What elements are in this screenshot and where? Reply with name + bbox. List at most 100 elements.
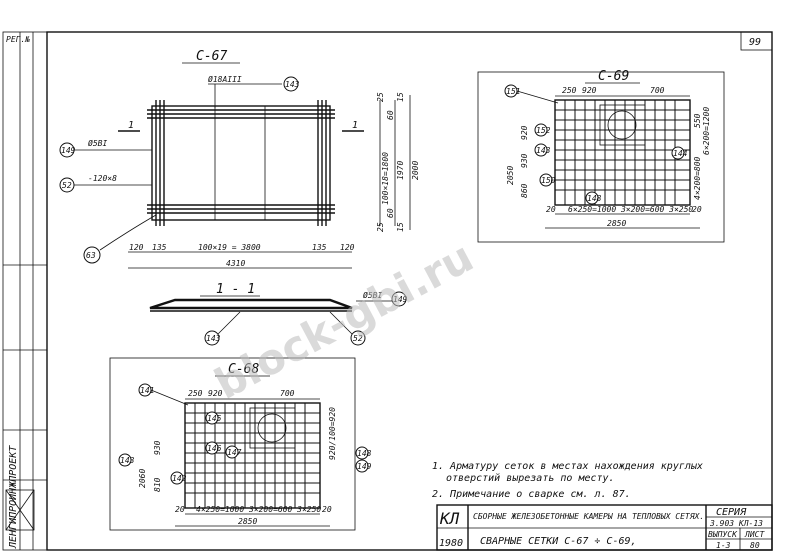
c69-dim-700: 700	[650, 86, 665, 95]
c67-dim-right-2: 1970	[396, 161, 405, 180]
c68-callout-143: 143	[120, 456, 135, 465]
c67-title: С-67	[196, 49, 227, 64]
c69-dim-550: 550	[693, 113, 702, 128]
c68-dim-920: 920	[208, 389, 223, 398]
c68-mesh	[184, 402, 321, 509]
c68-title: С-68	[228, 362, 259, 377]
c69-callout-144: 144	[673, 149, 688, 158]
c67-dim-r-25b: 25	[376, 222, 385, 232]
c68-dim-930: 930	[153, 440, 162, 455]
c68-callout-146: 146	[207, 444, 222, 453]
c68-dim-right: 920/100=920	[328, 407, 337, 460]
sheet-code: РЕГ.№	[6, 35, 30, 44]
c67-callout-63: 63	[86, 251, 96, 260]
stamp-title-line-1: СБОРНЫЕ ЖЕЛЕЗОБЕТОННЫЕ КАМЕРЫ НА ТЕПЛОВЫ…	[473, 512, 704, 521]
callout-143	[283, 76, 299, 92]
c68-dim-250: 250	[188, 389, 203, 398]
c67-dim-bottom: 100×19 = 3800	[198, 243, 261, 252]
c67-dim-right-3: 2000	[411, 161, 420, 180]
c69-dim-920v: 920	[520, 125, 529, 140]
watermark: block-gbi.ru	[207, 232, 481, 409]
note-1-line-2: отверстий вырезать по месту.	[446, 472, 615, 484]
section11-callout-149: 149	[393, 295, 408, 304]
c68-callout-149: 149	[357, 462, 372, 471]
section11-profile	[149, 298, 353, 312]
c69-dim-2050: 2050	[506, 166, 515, 185]
c67-dim-r-25a: 25	[376, 92, 385, 102]
c67-dim-r-60a: 60	[386, 110, 395, 120]
c67-dim-r-60b: 60	[386, 208, 395, 218]
c69-dim-bottom: 6×250=1000 3×200=600 3×250	[568, 205, 693, 214]
c68-panel	[109, 357, 356, 531]
c69-callout-152: 152	[536, 126, 551, 135]
c67-section-mark-right: 1	[352, 120, 358, 131]
note-2: 2. Примечание о сварке см. л. 87.	[432, 489, 631, 500]
c67-callout-149: 149	[61, 146, 76, 155]
c68-dim-total: 2850	[238, 517, 257, 526]
section11-callout-143: 143	[206, 334, 221, 343]
c67-section-mark-left: 1	[128, 120, 134, 131]
c67-bar-left: -120×8	[88, 174, 117, 183]
note-1-line-1: 1. Арматуру сеток в местах нахождения кр…	[432, 461, 703, 472]
c67-rebar-top: Ø18АIII	[208, 74, 242, 84]
sidebar-org: ЛЕНГИПРОИНЖПРОЕКТ	[8, 445, 19, 549]
stamp-issue-value: 1-3	[716, 541, 731, 550]
c67-callout-143: 143	[285, 80, 300, 89]
c67-dim-135b: 135	[312, 243, 327, 252]
stamp-sheet-value: 80	[750, 541, 760, 550]
c68-dim-bottom: 4×250=1000 3×200=600 3×250	[196, 505, 321, 514]
stamp-series-value: 3.903 КЛ-13	[709, 519, 763, 528]
stamp-series-label: СЕРИЯ	[716, 507, 747, 518]
c69-dim-right2: 4×200=800	[693, 156, 702, 200]
c67-dim-120a: 120	[129, 243, 144, 252]
stamp-title-line-2: СВАРНЫЕ СЕТКИ С-67 ÷ С-69,	[480, 536, 637, 547]
c68-callout-141: 141	[140, 386, 154, 395]
c69-dim-20a: 20	[546, 205, 556, 214]
org-logo	[5, 489, 35, 531]
c67-dim-total: 4310	[226, 259, 245, 268]
section11-callout-52: 52	[353, 334, 363, 343]
c67-dim-r-15a: 15	[396, 92, 405, 102]
section11-rebar: Ø5ВI	[363, 290, 382, 300]
c69-title: С-69	[598, 69, 629, 84]
c67-dim-right-1: 100×18=1800	[381, 152, 390, 205]
stamp-issue-label: ВЫПУСК	[708, 530, 738, 539]
c67-callout-52: 52	[62, 181, 72, 190]
stamp-year: 1980	[439, 538, 463, 549]
page-number: 99	[749, 37, 761, 48]
c69-dim-930: 930	[520, 153, 529, 168]
c68-dim-810: 810	[153, 477, 162, 492]
c68-opening	[249, 407, 296, 449]
c69-dim-total: 2850	[607, 219, 626, 228]
c69-dim-920: 920	[582, 86, 597, 95]
c67-dim-r-15b: 15	[396, 222, 405, 232]
stamp-sheet-label: ЛИСТ	[744, 530, 765, 539]
c68-dim-20a: 20	[175, 505, 185, 514]
c69-callout-143: 143	[536, 146, 551, 155]
c69-opening	[599, 104, 646, 146]
sidebar-frame	[2, 31, 48, 551]
c68-dim-700: 700	[280, 389, 295, 398]
c69-callout-148: 148	[587, 194, 602, 203]
c68-callout-145: 145	[207, 414, 222, 423]
c68-dim-20b: 20	[322, 505, 332, 514]
stamp-code: КЛ	[439, 509, 460, 528]
c69-mesh	[554, 99, 691, 206]
c69-dim-250: 250	[562, 86, 577, 95]
c69-dim-20b: 20	[692, 205, 702, 214]
c67-rebar-left: Ø5ВI	[88, 138, 107, 148]
c68-dim-2060: 2060	[138, 469, 147, 488]
c67-mesh	[147, 100, 335, 226]
c68-callout-142: 142	[172, 474, 187, 483]
section11-title: 1 - 1	[216, 282, 255, 297]
c69-dim-right: 6×200=1200	[702, 107, 711, 155]
c67-dim-135a: 135	[152, 243, 167, 252]
c68-callout-147: 147	[227, 448, 242, 457]
c69-callout-151: 151	[506, 87, 520, 96]
c67-dim-120b: 120	[340, 243, 355, 252]
title-block	[436, 504, 773, 551]
c69-callout-150: 150	[541, 176, 556, 185]
c69-dim-860: 860	[520, 183, 529, 198]
c69-panel	[477, 71, 725, 243]
